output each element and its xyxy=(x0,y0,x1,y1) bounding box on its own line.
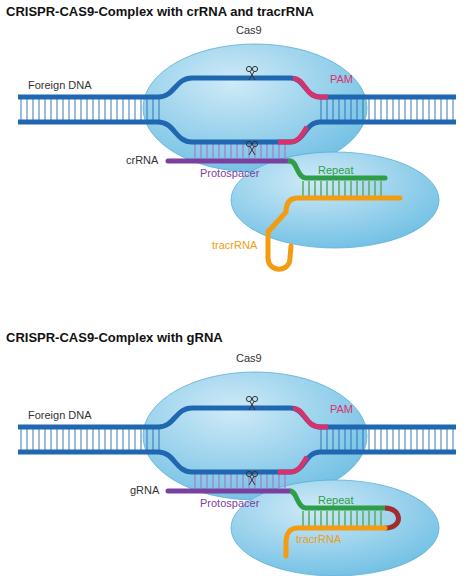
protein-name: Cas9 xyxy=(236,352,262,364)
protospacer-label: Protospacer xyxy=(200,496,259,510)
tracrrna-label: tracrRNA xyxy=(296,532,341,546)
pam-label: PAM xyxy=(330,72,353,86)
repeat-label: Repeat xyxy=(318,163,353,177)
crrna-strand xyxy=(168,159,290,164)
pam-label: PAM xyxy=(330,402,353,416)
protein-name: Cas9 xyxy=(236,24,262,36)
panel-title: CRISPR-CAS9-Complex with crRNA and tracr… xyxy=(6,4,314,20)
repeat-label: Repeat xyxy=(318,493,353,507)
rna-label: gRNA xyxy=(130,483,159,497)
panel-title: CRISPR-CAS9-Complex with gRNA xyxy=(6,330,223,346)
rna-label: crRNA xyxy=(126,153,158,167)
grna-strand xyxy=(168,489,290,494)
protospacer-label: Protospacer xyxy=(200,166,259,180)
tracrrna-label: tracrRNA xyxy=(212,238,257,252)
dna-label: Foreign DNA xyxy=(28,408,92,422)
cas9-protein-shape xyxy=(140,350,440,576)
cas9-protein: Cas9 xyxy=(140,350,440,576)
dna-label: Foreign DNA xyxy=(28,78,92,92)
